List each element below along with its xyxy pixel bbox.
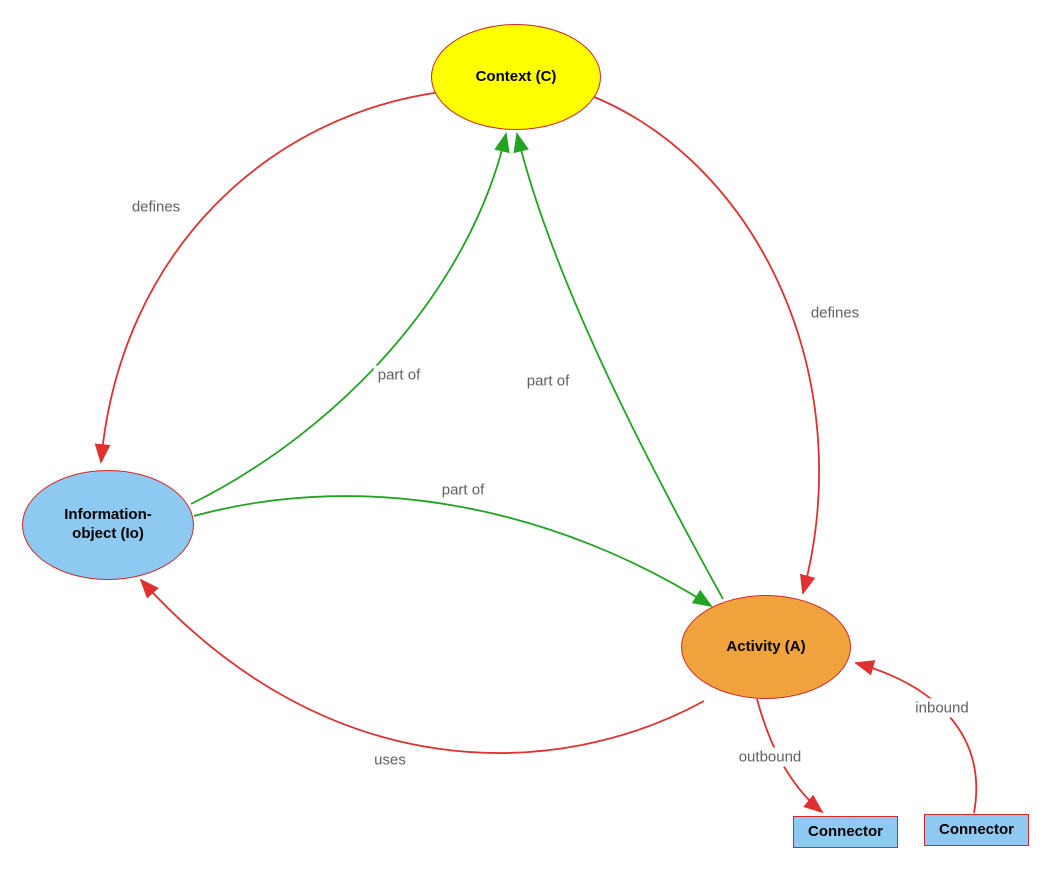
node-context-label: Context (C) [475,67,557,85]
node-information-object-label: Information- object (Io) [64,506,152,544]
edge-uses-activity-to-io [139,578,705,754]
edge-label-partof-io-activity: part of [437,480,489,500]
node-activity: Activity (A) [681,595,851,699]
edge-partof-activity-to-context [513,132,724,600]
edge-label-defines-right: defines [806,303,864,323]
edge-partof-io-to-activity [193,495,713,608]
edge-inbound-connector-to-activity [854,660,978,814]
node-connector-outbound-label: Connector [808,822,883,840]
node-connector-inbound-label: Connector [939,820,1014,838]
node-information-object-label-line2: object (Io) [72,525,144,542]
node-activity-label: Activity (A) [726,637,806,655]
node-connector-outbound: Connector [793,816,898,848]
edge-label-partof-io-context: part of [373,365,425,385]
edge-label-partof-activity-context: part of [522,371,574,391]
node-context: Context (C) [431,24,601,130]
edge-defines-context-to-io [94,91,442,464]
node-information-object-label-line1: Information- [64,506,152,524]
node-information-object: Information- object (Io) [22,470,194,580]
node-connector-inbound: Connector [924,814,1029,846]
edge-label-inbound: inbound [911,698,973,718]
edge-label-uses: uses [370,750,410,770]
edge-defines-context-to-activity [591,95,820,595]
edge-label-defines-left: defines [127,197,185,217]
edge-outbound-activity-to-connector [756,698,824,814]
edge-partof-io-to-context [190,132,510,505]
edge-label-outbound: outbound [734,747,806,767]
